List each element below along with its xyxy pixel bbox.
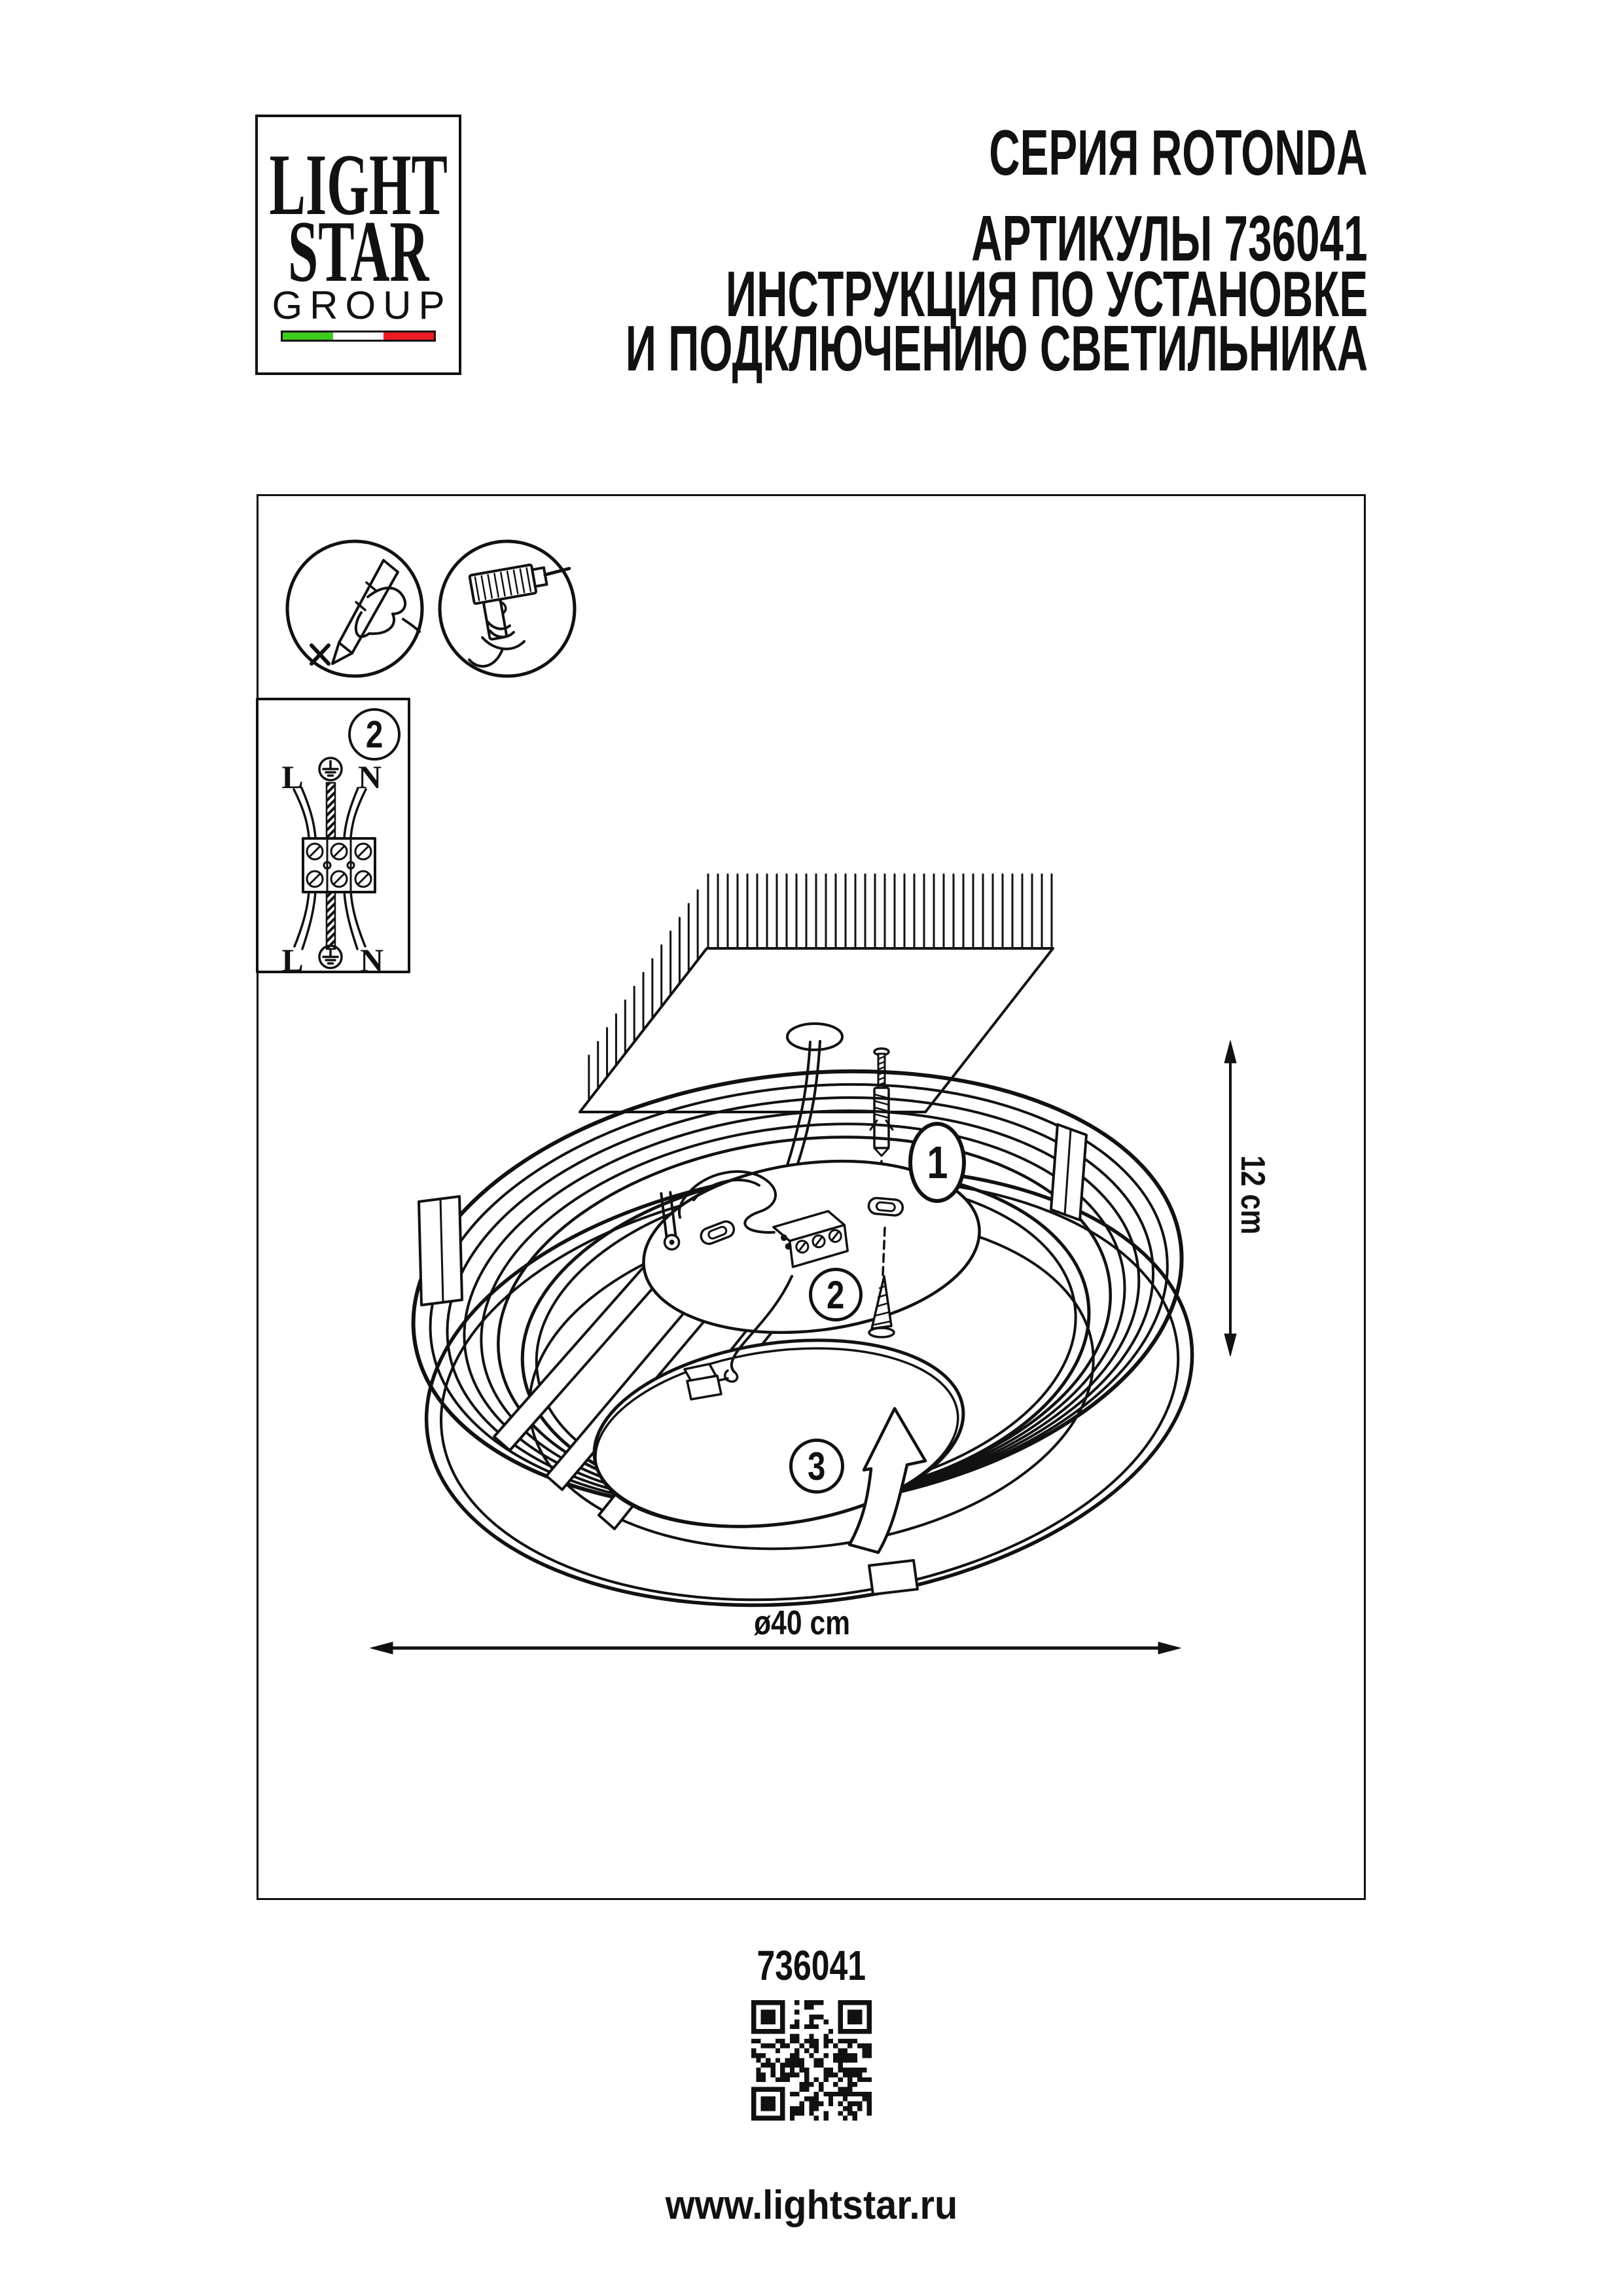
- wire-label-l-top: L: [281, 759, 304, 795]
- diameter-dimension-arrow: [370, 1641, 1181, 1655]
- terminal-block-icon: [302, 837, 376, 893]
- article-title: АРТИКУЛЫ 736041: [971, 202, 1368, 274]
- step-3-badge: 3: [789, 1439, 844, 1494]
- qr-code: [751, 2000, 872, 2121]
- instruction-title-line1: ИНСТРУКЦИЯ ПО УСТАНОВКЕ: [725, 258, 1368, 330]
- wiring-step-badge: 2: [348, 708, 401, 761]
- mounting-screw-icon: [868, 1227, 895, 1338]
- ceiling-drawing: [579, 873, 1054, 1188]
- rotate-arrow-icon: [847, 1407, 927, 1554]
- italian-flag-stripe: [281, 331, 436, 342]
- mounting-plate-drawing: [642, 1159, 981, 1335]
- wire-label-n-bottom: N: [359, 942, 384, 978]
- logo-word-group: GROUP: [272, 283, 452, 327]
- ground-icon: [318, 944, 343, 969]
- drill-icon: [438, 539, 577, 678]
- diagram-frame: [257, 494, 1366, 1900]
- header-series-block: СЕРИЯ ROTONDA АРТИКУЛЫ 736041: [776, 110, 1368, 281]
- safety-cable-drawing: [683, 1275, 793, 1401]
- pencil-mark-icon: [285, 539, 424, 678]
- height-dimension-arrow: [1224, 1040, 1237, 1357]
- step-1-badge: 1: [908, 1122, 966, 1203]
- wire-label-n-top: N: [357, 759, 382, 795]
- instruction-title-line2: И ПОДКЛЮЧЕНИЮ СВЕТИЛЬНИКА: [625, 312, 1368, 384]
- flag-red: [383, 332, 434, 340]
- flag-white: [333, 332, 383, 340]
- wiring-diagram: [256, 698, 410, 973]
- drum-clips: [418, 1123, 1088, 1596]
- diameter-dimension-label: ø40 cm: [754, 1604, 851, 1642]
- footer-article-number: 736041: [757, 1942, 866, 1989]
- wire-label-l-bottom: L: [281, 942, 304, 978]
- lightstar-logo: LIGHT STAR GROUP: [255, 115, 461, 375]
- website-url: www.lightstar.ru: [665, 2183, 958, 2228]
- ground-icon: [318, 757, 343, 781]
- header-instruction-block: ИНСТРУКЦИЯ ПО УСТАНОВКЕ И ПОДКЛЮЧЕНИЮ СВ…: [260, 258, 1368, 384]
- step-2-badge: 2: [809, 1268, 863, 1321]
- height-dimension-label: 12 cm: [1234, 1155, 1272, 1235]
- flag-green: [283, 332, 333, 340]
- logo-word-light: LIGHT: [269, 136, 448, 233]
- logo-word-star: STAR: [287, 203, 429, 300]
- series-title: СЕРИЯ ROTONDA: [989, 117, 1368, 188]
